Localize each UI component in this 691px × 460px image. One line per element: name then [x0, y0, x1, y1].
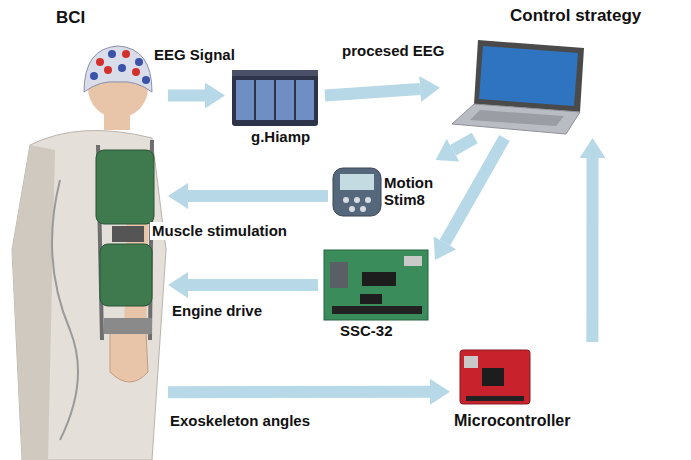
- electrode: [142, 76, 150, 84]
- electrode: [118, 64, 126, 72]
- node-label: Control strategy: [510, 6, 641, 26]
- edge-label: Exoskeleton angles: [168, 412, 312, 430]
- laptop: [452, 40, 584, 134]
- board-connector: [330, 262, 348, 288]
- board-chip: [362, 272, 396, 286]
- torso: [12, 130, 166, 460]
- device-node: SSC-32: [318, 242, 435, 342]
- signal-arrow: [586, 158, 598, 342]
- edge-label: Engine drive: [170, 302, 264, 320]
- signal-arrow: [188, 279, 318, 291]
- node-label: g.Hiamp: [251, 128, 310, 145]
- edge-label: EEG Signal: [152, 46, 237, 64]
- node-label: BCI: [56, 8, 85, 28]
- amplifier-device: [232, 70, 318, 126]
- exo-pad: [96, 150, 154, 224]
- stimulator-key: [354, 197, 360, 203]
- signal-arrow: [188, 190, 328, 202]
- amplifier-module: [296, 80, 314, 120]
- device-node: g.Hiamp: [225, 66, 325, 148]
- board-chip: [360, 294, 382, 304]
- device-node: BCI: [8, 6, 168, 454]
- signal-arrow: [168, 90, 205, 102]
- board-header: [332, 306, 422, 314]
- servo-board: [324, 250, 428, 320]
- board-pcb: [460, 350, 530, 404]
- laptop-screen: [479, 46, 578, 106]
- laptop-keyboard: [470, 110, 564, 126]
- electrodes: [90, 50, 150, 84]
- amplifier-module: [256, 80, 274, 120]
- laptop-lid: [474, 40, 584, 112]
- board-chip: [482, 368, 504, 386]
- microcontroller-board: [460, 350, 530, 404]
- signal-arrow: [445, 138, 505, 243]
- node-label: Motion Stim8: [384, 174, 440, 209]
- electrode: [108, 50, 116, 58]
- electrode: [96, 58, 104, 66]
- board-part: [404, 256, 422, 266]
- signal-arrow: [325, 89, 420, 96]
- torso-shade: [12, 145, 55, 460]
- stimulator-key: [343, 197, 349, 203]
- edge-label: Muscle stimulation: [150, 222, 289, 240]
- board-pcb: [324, 250, 428, 320]
- cable: [52, 180, 78, 440]
- device-node: Microcontroller: [450, 342, 610, 434]
- electrode: [104, 66, 112, 74]
- device-node: Control strategy: [440, 2, 688, 138]
- amplifier-case: [232, 74, 318, 126]
- amplifier-top: [232, 70, 318, 76]
- signal-arrow: [168, 386, 430, 398]
- node-label: Microcontroller: [454, 412, 570, 430]
- node-label: SSC-32: [340, 322, 393, 339]
- stimulator-device: [333, 168, 381, 216]
- person-figure: [12, 46, 166, 460]
- stimulator-key: [360, 206, 366, 212]
- electrode: [135, 58, 143, 66]
- exo-cuff: [104, 318, 152, 334]
- amplifier-module: [276, 80, 294, 120]
- hand: [110, 332, 148, 382]
- board-port: [464, 356, 478, 368]
- signal-arrow: [453, 138, 475, 150]
- exo-joint: [112, 226, 144, 242]
- electrode: [122, 50, 130, 58]
- stimulator-key: [365, 197, 371, 203]
- exo-pad: [100, 244, 152, 306]
- electrode: [90, 72, 98, 80]
- amplifier-module: [236, 80, 254, 120]
- stimulator-case: [333, 168, 381, 216]
- electrode: [132, 68, 140, 76]
- device-node: Motion Stim8: [328, 160, 445, 222]
- stimulator-key: [349, 206, 355, 212]
- stimulator-screen: [340, 174, 374, 190]
- eeg-cap: [84, 46, 152, 92]
- edge-label: procesed EEG: [340, 42, 447, 60]
- board-header: [466, 396, 524, 401]
- laptop-base: [452, 104, 580, 134]
